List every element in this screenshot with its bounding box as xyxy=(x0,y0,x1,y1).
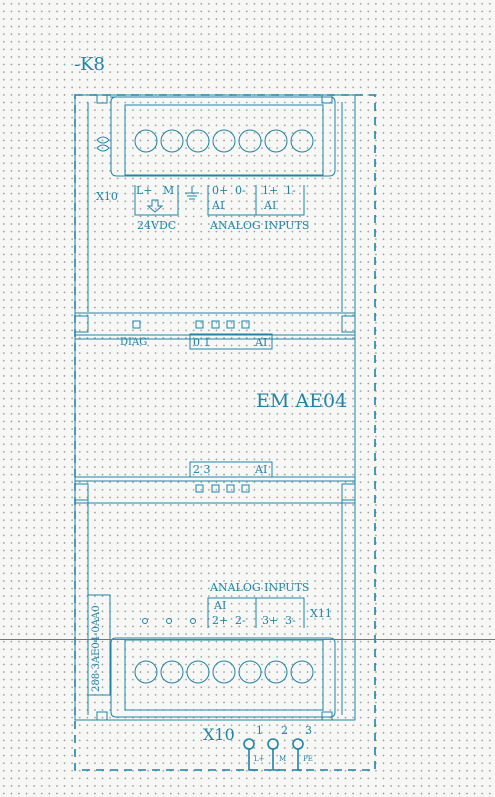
bottom-connector xyxy=(110,637,336,718)
bottom-connector-terminal xyxy=(238,660,262,684)
lower-leds xyxy=(189,461,273,493)
part-number: 288-3AE04-0AA0 xyxy=(91,605,102,692)
sheet-guideline xyxy=(0,639,495,640)
top-connector-terminal xyxy=(134,129,158,153)
upper-led-channels: 0 1 xyxy=(193,336,211,349)
terminal-name-m: M xyxy=(279,755,287,763)
label-l-plus: L+ xyxy=(136,184,153,197)
bottom-connector-ref: X11 xyxy=(310,607,332,620)
label-ai-1: AI xyxy=(212,199,225,212)
label-3-plus: 3+ xyxy=(262,614,279,627)
top-connector-terminal xyxy=(290,129,314,153)
terminal-number-2: 2 xyxy=(281,724,288,737)
bottom-group-label: ANALOG INPUTS xyxy=(210,581,310,594)
supply-voltage: 24VDC xyxy=(137,219,177,232)
top-group-label: ANALOG INPUTS xyxy=(210,219,310,232)
top-connector-terminal xyxy=(238,129,262,153)
top-label-frames xyxy=(96,136,305,216)
top-connector-terminal xyxy=(264,129,288,153)
upper-led-type: AI xyxy=(255,336,268,349)
bottom-label-ai: AI xyxy=(214,599,227,612)
label-m: M xyxy=(163,184,175,197)
label-1-plus: 1+ xyxy=(262,184,279,197)
label-2-minus: 2- xyxy=(235,614,246,627)
device-tag: -K8 xyxy=(74,54,105,75)
top-connector xyxy=(110,96,336,177)
supply-terminal-ref: X10 xyxy=(203,725,235,744)
top-connector-terminal xyxy=(212,129,236,153)
bottom-connector-terminal xyxy=(290,660,314,684)
lower-led-channels: 2 3 xyxy=(193,463,211,476)
label-0-minus: 0- xyxy=(235,184,246,197)
label-1-minus: 1- xyxy=(285,184,296,197)
bottom-connector-terminal xyxy=(264,660,288,684)
bottom-connector-terminal xyxy=(160,660,184,684)
bottom-connector-terminal xyxy=(134,660,158,684)
terminal-name-l-plus: L+ xyxy=(254,755,265,763)
label-ai-2: AI xyxy=(264,199,277,212)
bottom-connector-terminal xyxy=(186,660,210,684)
supply-terminals xyxy=(243,738,304,771)
top-connector-ref: X10 xyxy=(96,190,118,203)
upper-leds xyxy=(132,320,273,350)
diag-label: DIAG xyxy=(120,337,148,348)
terminal-number-1: 1 xyxy=(256,724,263,737)
bottom-label-frames xyxy=(87,594,305,696)
module-name: EM AE04 xyxy=(256,390,348,412)
label-2-plus: 2+ xyxy=(212,614,229,627)
terminal-name-pe: PE xyxy=(303,755,313,763)
terminal-number-3: 3 xyxy=(305,724,312,737)
top-connector-terminal xyxy=(160,129,184,153)
bottom-connector-terminal xyxy=(212,660,236,684)
label-3-minus: 3- xyxy=(285,614,296,627)
top-connector-terminal xyxy=(186,129,210,153)
lower-led-type: AI xyxy=(255,463,268,476)
label-0-plus: 0+ xyxy=(212,184,229,197)
